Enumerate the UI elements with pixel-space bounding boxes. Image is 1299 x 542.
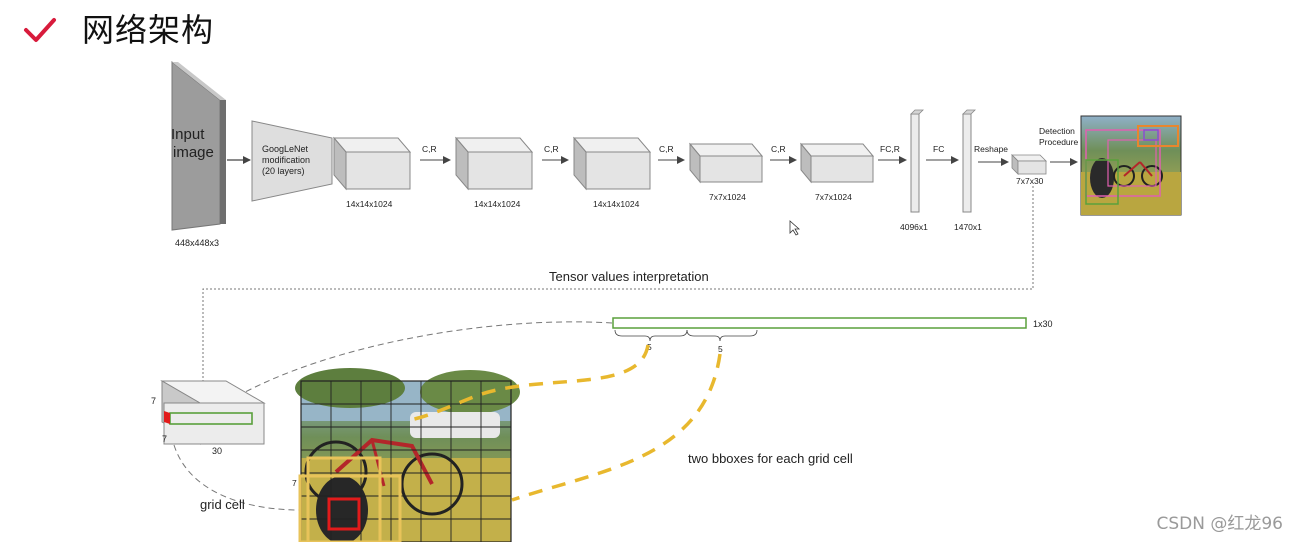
googlenet-block <box>251 120 333 202</box>
box-count-1: 5 <box>647 342 652 352</box>
cube-depth-label: 30 <box>212 446 222 456</box>
op-1: C,R <box>422 144 437 154</box>
brace-box-1 <box>614 329 688 342</box>
dotted-connector <box>202 186 1034 384</box>
block-1-size: 14x14x1024 <box>346 199 393 209</box>
input-size-label: 448x448x3 <box>175 238 219 248</box>
slide-title: 网络架构 <box>82 11 215 49</box>
mouse-cursor-icon <box>789 220 801 236</box>
tensor-vector <box>612 317 1027 329</box>
op-3: C,R <box>659 144 674 154</box>
block-3-size: 14x14x1024 <box>593 199 640 209</box>
watermark: CSDN @红龙96 <box>1156 514 1283 534</box>
tensor-cube <box>160 380 266 445</box>
cube-height-label: 7 <box>151 396 156 406</box>
detection-line1: Detection <box>1039 126 1075 136</box>
bbox-curve-1 <box>409 344 650 422</box>
cube-width-label: 7 <box>162 434 167 444</box>
googlenet-line3: (20 layers) <box>262 166 305 176</box>
bbox-2 <box>298 474 402 542</box>
grid-cell-label: grid cell <box>200 497 245 512</box>
googlenet-line2: modification <box>262 155 310 165</box>
fc-layer-2 <box>962 109 976 213</box>
slide-header: 网络架构 <box>22 8 214 52</box>
block-4-size: 7x7x1024 <box>709 192 746 202</box>
fc-layer-1 <box>910 109 924 213</box>
detection-line2: Procedure <box>1039 137 1078 147</box>
bbox-1 <box>306 456 382 542</box>
block-5-size: 7x7x1024 <box>815 192 852 202</box>
feature-block-1 <box>332 136 412 191</box>
box-count-2: 5 <box>718 344 723 354</box>
vector-to-cube-curve <box>211 321 613 413</box>
feature-block-3 <box>572 136 652 191</box>
op-5: FC,R <box>880 144 900 154</box>
output-size: 7x7x30 <box>1016 176 1044 186</box>
grid-frame <box>300 380 512 542</box>
op-7: Reshape <box>974 144 1008 154</box>
op-2: C,R <box>544 144 559 154</box>
highlighted-grid-cell <box>327 497 361 531</box>
vector-size-label: 1x30 <box>1033 319 1053 329</box>
input-label-line1: Input <box>171 126 205 143</box>
block-2-size: 14x14x1024 <box>474 199 521 209</box>
op-4: C,R <box>771 144 786 154</box>
feature-block-2 <box>454 136 534 191</box>
brace-box-2 <box>686 329 758 342</box>
fc-2-size: 1470x1 <box>954 222 982 232</box>
input-label-line2: image <box>173 144 214 161</box>
grid-size-label: 7 <box>292 478 297 488</box>
feature-block-4 <box>688 142 764 184</box>
interpretation-title: Tensor values interpretation <box>549 269 709 284</box>
cell-to-grid-curve <box>173 444 301 511</box>
check-icon <box>24 18 56 42</box>
bbox-curve-2 <box>511 353 722 502</box>
grid-lines <box>301 381 511 542</box>
bbox-label: two bboxes for each grid cell <box>688 451 853 466</box>
input-image-slab <box>171 60 226 231</box>
op-6: FC <box>933 144 944 154</box>
fc-1-size: 4096x1 <box>900 222 928 232</box>
feature-block-5 <box>799 142 875 184</box>
detection-output-photo <box>1080 115 1182 216</box>
output-cube <box>1011 154 1047 175</box>
googlenet-line1: GoogLeNet <box>262 144 309 154</box>
